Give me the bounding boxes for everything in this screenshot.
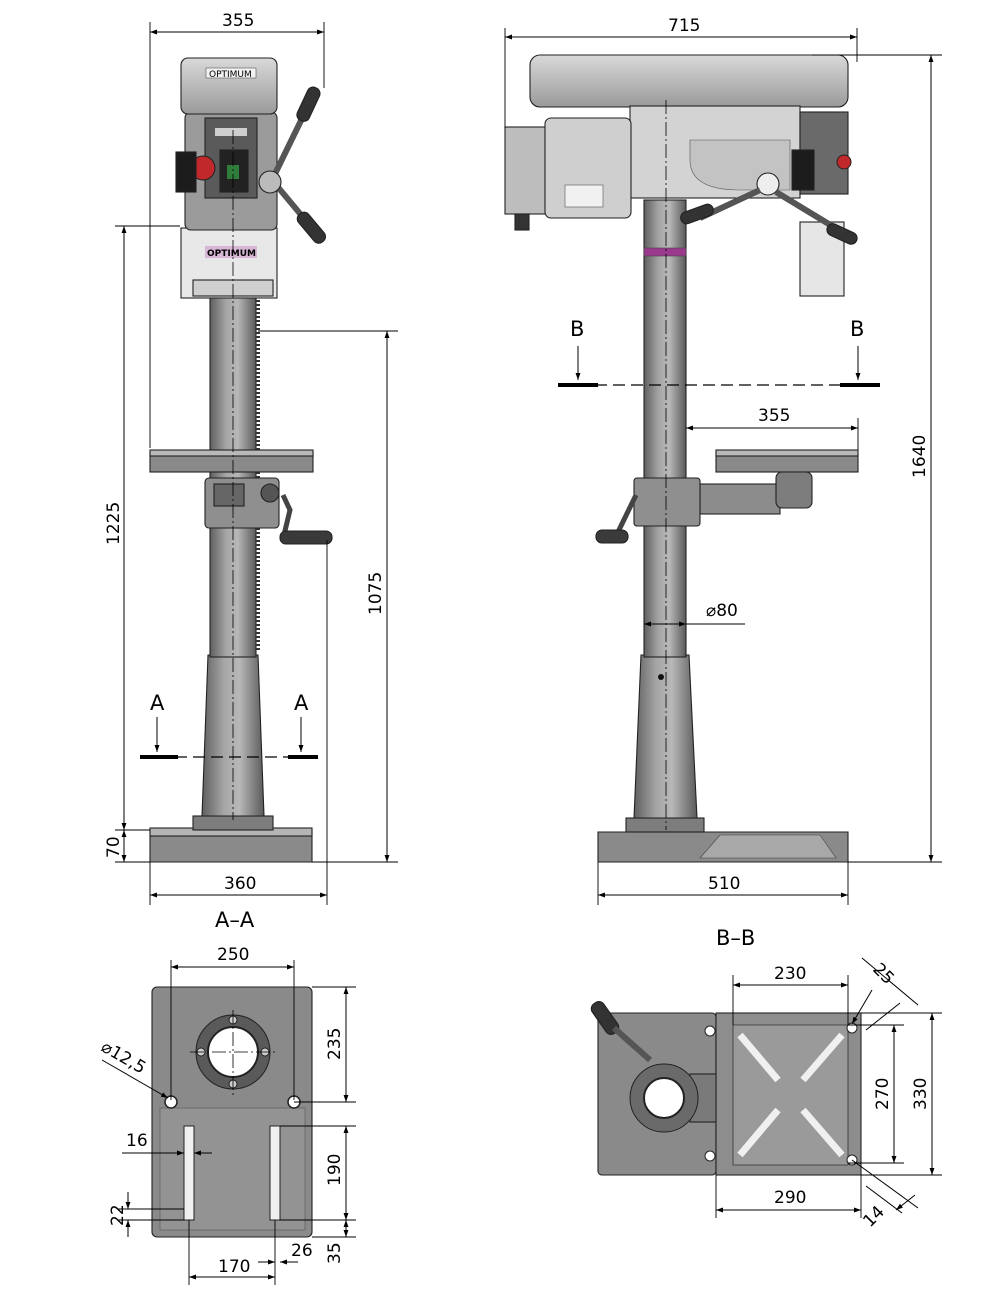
front-dim-column-height: 1075 xyxy=(366,572,386,615)
side-column-bolt xyxy=(658,674,664,680)
section-aa: A–A 250 ⌀12,5 235 190 xyxy=(98,908,356,1285)
front-section-marker-left: A xyxy=(150,691,165,715)
section-bb-mount-hole xyxy=(704,1150,716,1162)
side-dim-base-width: 510 xyxy=(708,874,740,894)
side-dim-top-width: 715 xyxy=(668,16,700,36)
side-crank-arm xyxy=(615,493,639,534)
front-section-marker-right: A xyxy=(294,691,309,715)
front-dim-base-width: 360 xyxy=(224,874,256,894)
front-start-button xyxy=(227,165,239,179)
side-dim-column-diameter: ⌀80 xyxy=(706,601,738,621)
section-bb-mount-hole xyxy=(846,1022,858,1034)
section-bb-slot xyxy=(800,1032,845,1083)
section-aa-dim-edge-offset: 26 xyxy=(291,1241,313,1261)
section-bb-mount-hole xyxy=(704,1025,716,1037)
side-table-collar xyxy=(633,477,701,527)
side-motor-foot xyxy=(514,213,530,231)
section-bb: B–B 230 25 270 xyxy=(590,926,942,1232)
side-feed-knob-right xyxy=(826,223,858,245)
section-aa-dim-slot-width: 16 xyxy=(126,1131,148,1151)
side-emergency-stop xyxy=(836,154,852,170)
side-view: B B 715 1640 355 ⌀80 510 xyxy=(504,16,942,905)
section-bb-crank-arm xyxy=(612,1025,652,1063)
front-table-top xyxy=(149,449,314,457)
front-bracket-knob xyxy=(260,483,280,503)
front-belt-cover xyxy=(180,57,278,115)
section-bb-slot xyxy=(737,1032,781,1083)
side-motor-block xyxy=(504,126,548,215)
side-column xyxy=(643,199,687,658)
section-aa-dim-bottom-spacing: 170 xyxy=(218,1257,250,1277)
side-section-marker-right: B xyxy=(850,317,864,341)
side-dim-total-height: 1640 xyxy=(910,435,930,478)
section-bb-dim-outer-height: 330 xyxy=(911,1078,931,1110)
front-guard-label-bg xyxy=(205,246,257,258)
side-table-support xyxy=(775,471,813,509)
section-aa-dim-top-depth: 235 xyxy=(325,1028,345,1060)
section-aa-title: A–A xyxy=(215,908,255,932)
front-display xyxy=(215,128,247,136)
side-table-arm xyxy=(699,483,781,515)
section-bb-dim-inner-height: 270 xyxy=(873,1078,893,1110)
section-bb-dim-table-top: 230 xyxy=(774,964,806,984)
front-brand-label: OPTIMUM xyxy=(209,70,252,80)
front-view: OPTIMUM OPTIMUM A A 355 xyxy=(104,11,398,905)
side-column-ring xyxy=(643,247,687,257)
side-base-slope xyxy=(699,834,837,859)
front-feed-knob-upper xyxy=(296,86,321,122)
front-feed-knob-lower xyxy=(296,211,327,244)
side-column-flange xyxy=(625,817,705,833)
front-crank-arm xyxy=(280,493,293,536)
front-dim-base-height: 70 xyxy=(104,836,124,858)
section-aa-dim-bottom-depth: 35 xyxy=(325,1242,345,1264)
section-bb-column-bore xyxy=(643,1077,685,1119)
front-guard-label: OPTIMUM xyxy=(207,249,256,259)
front-crank-handle xyxy=(279,530,333,545)
section-aa-slot-right xyxy=(269,1125,281,1221)
side-belt-cover xyxy=(529,54,849,108)
section-bb-slot xyxy=(800,1107,845,1158)
side-table-top xyxy=(715,449,859,457)
front-side-motor-box xyxy=(175,151,197,193)
section-bb-dim-corner-bottom: 14 xyxy=(859,1202,888,1231)
section-bb-title: B–B xyxy=(716,926,755,950)
side-feed-hub xyxy=(756,172,780,196)
side-crank-handle xyxy=(595,529,629,544)
front-dim-height-total: 1225 xyxy=(104,502,124,545)
section-aa-dim-slot-length: 190 xyxy=(325,1154,345,1186)
side-feed-knob-left xyxy=(680,203,714,225)
front-bracket-clamp xyxy=(213,483,245,507)
side-motor-plate xyxy=(564,184,604,208)
side-section-marker-left: B xyxy=(570,317,584,341)
section-bb-slot xyxy=(737,1107,781,1158)
side-switch xyxy=(791,149,815,191)
section-bb-dim-table-bottom: 290 xyxy=(774,1188,806,1208)
section-aa-dim-slot-spacing: 250 xyxy=(217,945,249,965)
front-belt-cover-badge xyxy=(205,67,257,79)
section-aa-dim-slot-end: 22 xyxy=(108,1204,128,1226)
front-feed-hub xyxy=(258,170,282,194)
front-dim-top-width: 355 xyxy=(222,11,254,31)
side-lower-column xyxy=(633,654,698,819)
section-aa-slot-left xyxy=(183,1125,195,1221)
side-dim-table-reach: 355 xyxy=(758,406,790,426)
